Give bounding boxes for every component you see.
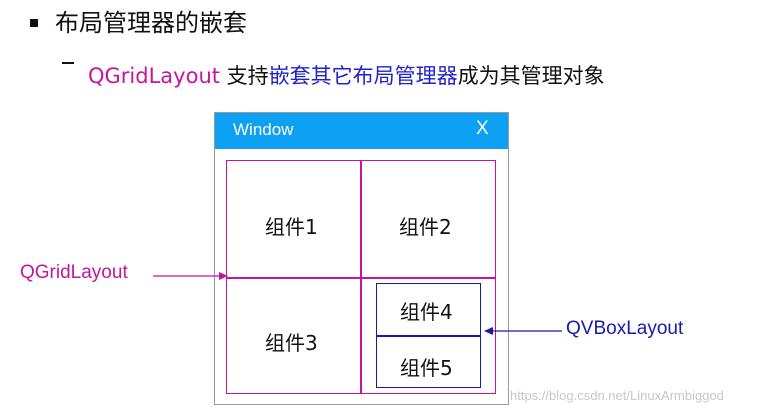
cell-component-2: 组件2 xyxy=(399,215,452,239)
cell-component-3: 组件3 xyxy=(265,331,318,355)
cell-component-5: 组件5 xyxy=(400,356,453,380)
vbox-arrowhead-icon xyxy=(484,327,493,335)
bullet-square-icon xyxy=(30,19,38,27)
window-titlebar xyxy=(215,113,508,149)
cell-component-4: 组件4 xyxy=(400,300,453,324)
grid-arrowhead-icon xyxy=(219,272,228,280)
label-vbox-layout: QVBoxLayout xyxy=(566,318,684,339)
window-close-button[interactable]: X xyxy=(476,118,489,139)
subheading-highlight: 嵌套其它布局管理器 xyxy=(268,64,458,88)
label-grid-layout: QGridLayout xyxy=(20,262,128,283)
subheading: QGridLayout 支持嵌套其它布局管理器成为其管理对象 xyxy=(88,62,605,90)
vbox-divider xyxy=(376,335,481,337)
window-title: Window xyxy=(233,120,294,139)
subheading-keyword: QGridLayout xyxy=(88,64,220,88)
cell-component-1: 组件1 xyxy=(265,215,318,239)
watermark: https://blog.csdn.net/LinuxArmbiggod xyxy=(510,388,724,403)
heading: 布局管理器的嵌套 xyxy=(55,9,247,37)
subheading-text-a: 支持 xyxy=(220,64,269,88)
dash-bullet xyxy=(62,62,74,64)
grid-divider-horizontal xyxy=(226,277,496,279)
subheading-text-b: 成为其管理对象 xyxy=(457,64,605,88)
